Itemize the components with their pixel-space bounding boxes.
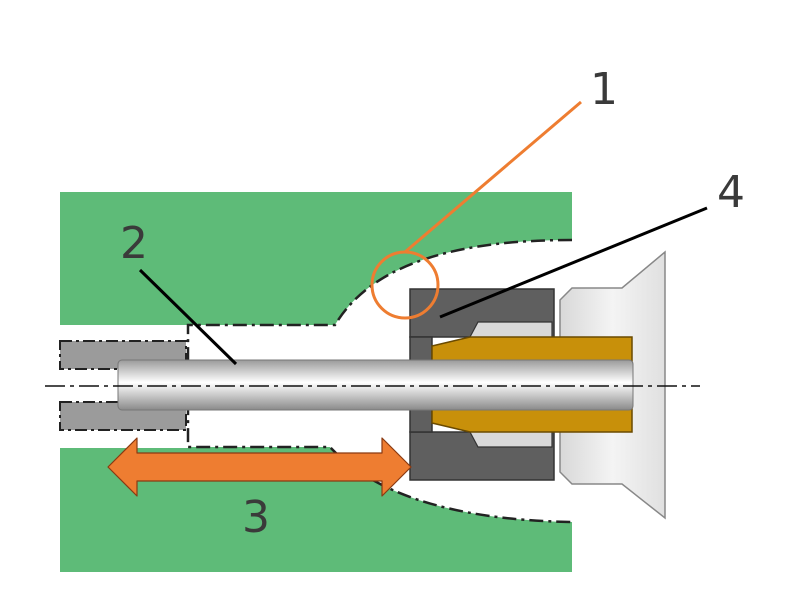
holder-nut-detail-upper — [469, 321, 553, 338]
callout-1-leader — [404, 100, 582, 254]
cutting-tool — [117, 359, 634, 411]
label-4: 4 — [717, 167, 745, 218]
holder-nut-detail-lower — [469, 431, 553, 448]
label-3: 3 — [242, 492, 270, 543]
label-1: 1 — [590, 64, 618, 115]
travel-arrow — [107, 437, 412, 497]
label-2: 2 — [120, 218, 148, 269]
callout-2-leader — [138, 268, 238, 366]
callout-4-leader — [439, 206, 708, 319]
